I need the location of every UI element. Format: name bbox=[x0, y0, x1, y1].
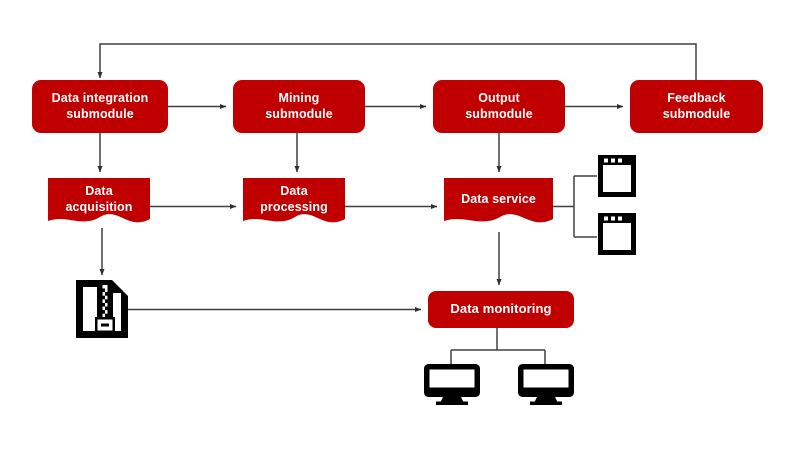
node-output-submodule[interactable] bbox=[433, 80, 565, 133]
node-data-monitoring[interactable] bbox=[428, 291, 574, 328]
zip-archive-icon bbox=[76, 280, 128, 338]
node-data-integration-submodule[interactable] bbox=[32, 80, 168, 133]
node-data-acquisition[interactable] bbox=[48, 178, 150, 223]
desktop-monitor-icon bbox=[518, 364, 574, 405]
node-mining-submodule[interactable] bbox=[233, 80, 365, 133]
node-data-processing[interactable] bbox=[243, 178, 345, 223]
app-window-icon bbox=[598, 213, 636, 255]
desktop-monitor-icon bbox=[424, 364, 480, 405]
node-feedback-submodule[interactable] bbox=[630, 80, 763, 133]
node-data-service[interactable] bbox=[444, 178, 553, 223]
connector-feedback-to-integration bbox=[97, 43, 697, 80]
app-window-icon bbox=[598, 155, 636, 197]
